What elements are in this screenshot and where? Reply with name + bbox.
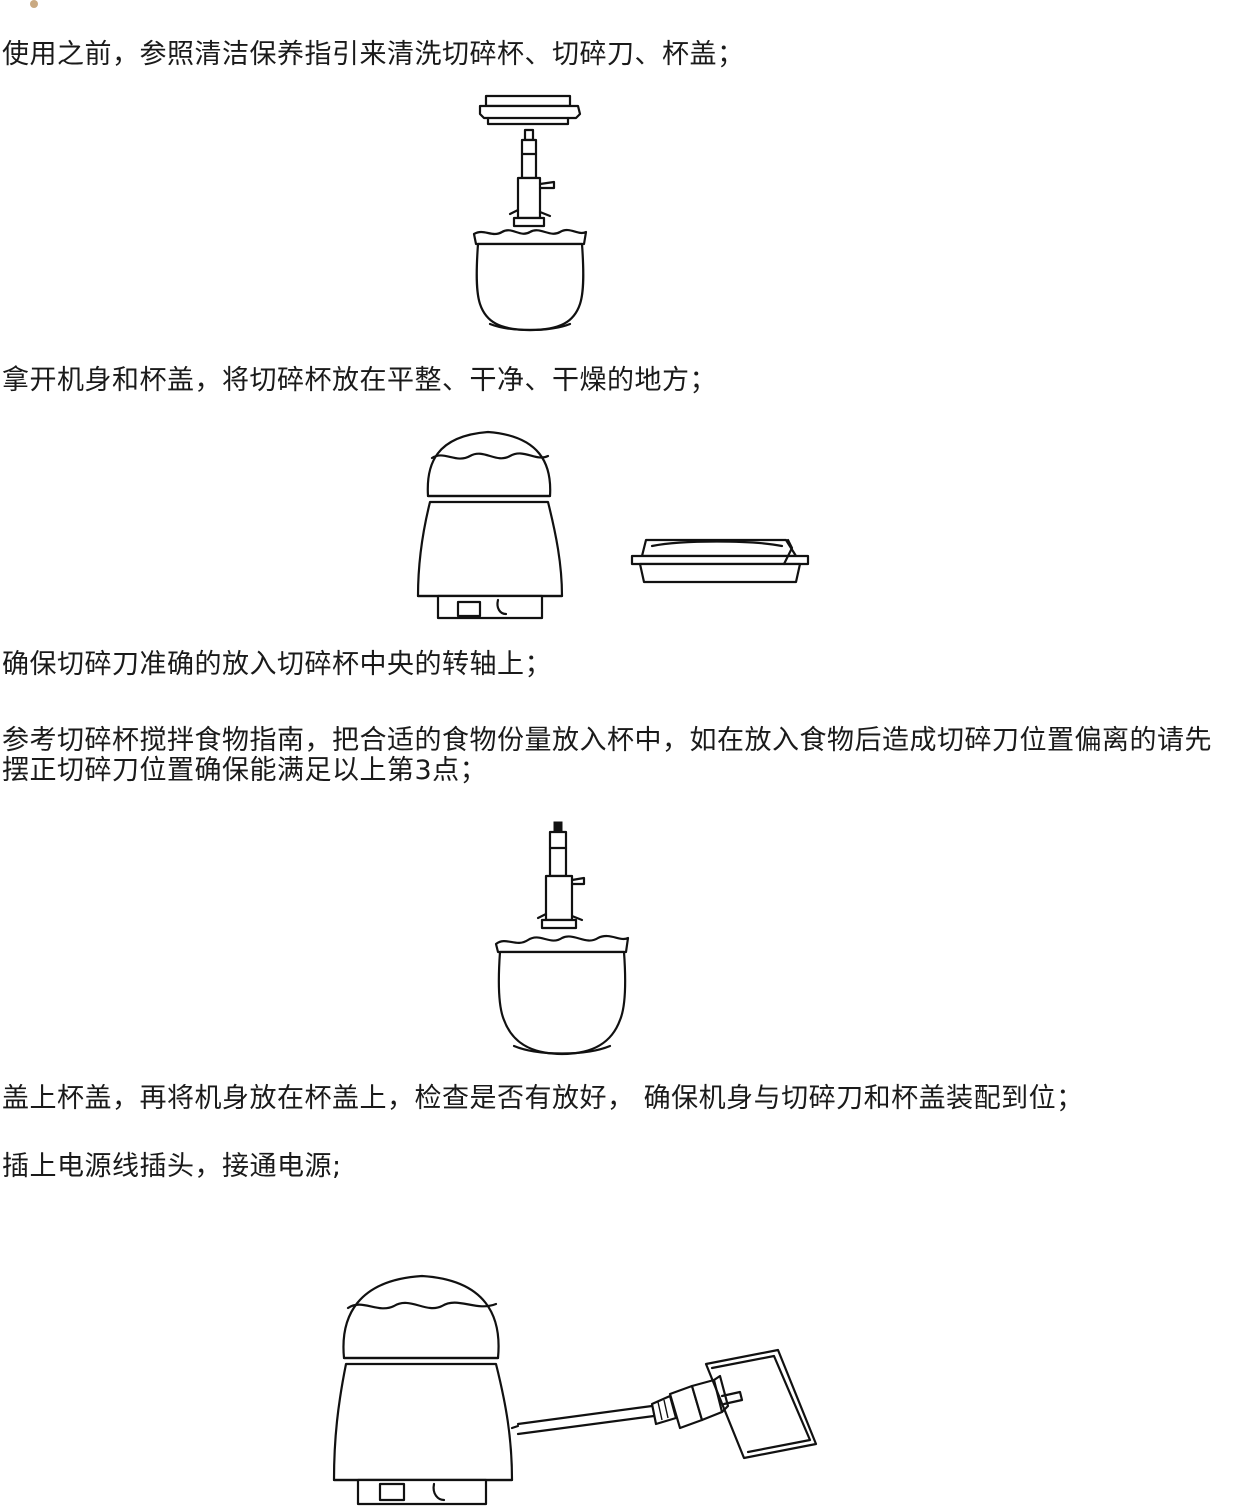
step-5-text: 盖上杯盖，再将机身放在杯盖上，检查是否有放好， 确保机身与切碎刀和杯盖装配到位； [2, 1083, 1084, 1114]
step-6-text: 插上电源线插头，接通电源; [2, 1151, 342, 1182]
step-2-text: 拿开机身和杯盖，将切碎杯放在平整、干净、干燥的地方； [2, 365, 717, 396]
figure-plugged-in [330, 1268, 830, 1508]
figure-body-and-lid [412, 424, 812, 624]
step-4-text: 参考切碎杯搅拌食物指南，把合适的食物份量放入杯中，如在放入食物后造成切碎刀位置偏… [2, 725, 1212, 786]
step-3-text: 确保切碎刀准确的放入切碎杯中央的转轴上； [2, 649, 552, 680]
bullet-dot [30, 0, 38, 8]
figure-blade-in-cup [494, 820, 630, 1060]
step-1-text: 使用之前，参照清洁保养指引来清洗切碎杯、切碎刀、杯盖； [2, 39, 745, 70]
figure-exploded-lid-blade-cup [470, 92, 590, 337]
